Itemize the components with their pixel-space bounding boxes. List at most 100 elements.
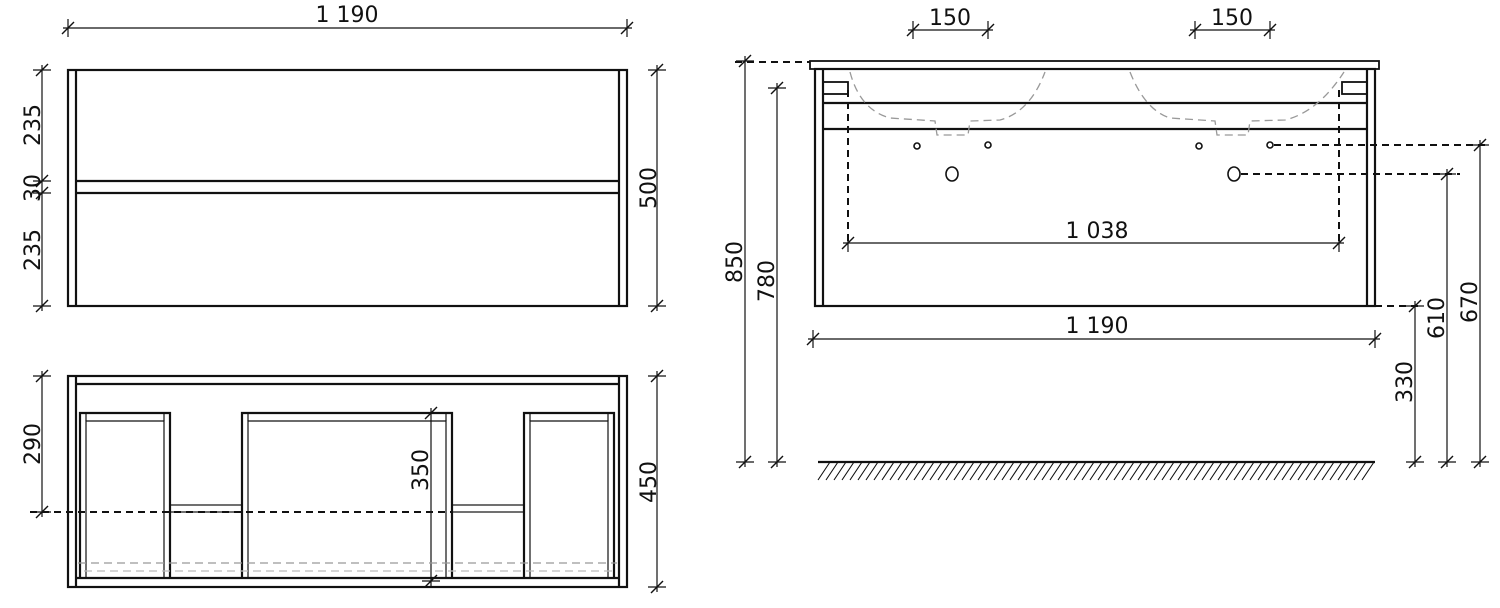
dimension-line bbox=[650, 369, 664, 383]
floor-hatch bbox=[1145, 461, 1159, 481]
dimension-line bbox=[981, 23, 995, 37]
floor-hatch bbox=[1177, 461, 1191, 481]
dim-inlet-height-label: 670 bbox=[1458, 281, 1483, 323]
floor-hatch bbox=[1153, 461, 1167, 481]
floor-hatch bbox=[1209, 461, 1223, 481]
dimension-line bbox=[770, 81, 784, 95]
floor-hatch bbox=[921, 461, 935, 481]
dimension-line bbox=[35, 186, 49, 200]
floor-hatch bbox=[873, 461, 887, 481]
floor-hatch bbox=[1073, 461, 1087, 481]
dimension-line bbox=[35, 369, 49, 383]
cabinet-front-outline bbox=[66, 68, 629, 308]
dimension-line bbox=[806, 332, 820, 346]
floor-hatch bbox=[1161, 461, 1175, 481]
floor-hatch bbox=[1273, 461, 1287, 481]
floor-hatch bbox=[977, 461, 991, 481]
drain-holes bbox=[945, 166, 1241, 182]
floor-hatch bbox=[865, 461, 879, 481]
floor-hatch bbox=[849, 461, 863, 481]
floor-hatch bbox=[1009, 461, 1023, 481]
dimension-line bbox=[650, 299, 664, 313]
dimension-line bbox=[35, 174, 49, 188]
dimension-line bbox=[61, 21, 75, 35]
floor-hatch bbox=[1041, 461, 1055, 481]
floor-hatch bbox=[1281, 461, 1295, 481]
floor-hatch bbox=[897, 461, 911, 481]
dim-floor-clearance-label: 330 bbox=[1393, 361, 1418, 403]
countertop bbox=[809, 60, 1380, 70]
floor-hatch bbox=[937, 461, 951, 481]
dimension-line bbox=[1408, 455, 1422, 469]
installation-view: 150 150 1 038 1 190 850 780 330 610 670 bbox=[723, 6, 1485, 481]
front-view: 1 190 235 30 235 500 bbox=[21, 3, 662, 308]
dim-drawer-bottom-label: 235 bbox=[21, 229, 46, 271]
floor-hatch bbox=[969, 461, 983, 481]
dim-width-label: 1 190 bbox=[316, 3, 379, 28]
floor-hatch bbox=[1121, 461, 1135, 481]
floor-hatch bbox=[825, 461, 839, 481]
dimension-line bbox=[1188, 23, 1202, 37]
floor-hatch bbox=[1137, 461, 1151, 481]
floor-hatch bbox=[1033, 461, 1047, 481]
floor-hatch bbox=[1313, 461, 1327, 481]
floor-hatch bbox=[841, 461, 855, 481]
floor-hatch bbox=[1113, 461, 1127, 481]
drawer-frame-center bbox=[240, 411, 454, 578]
floor-hatch bbox=[1249, 461, 1263, 481]
floor-hatch bbox=[1329, 461, 1343, 481]
dim-drain-height-label: 610 bbox=[1425, 297, 1450, 339]
interior-view: 290 350 450 bbox=[21, 374, 662, 589]
dimension-line bbox=[841, 236, 855, 250]
dimension-line bbox=[35, 63, 49, 77]
tap-holes bbox=[913, 141, 1274, 150]
dim-drawer-top-label: 235 bbox=[21, 104, 46, 146]
dim-tap-spacing-left-label: 150 bbox=[929, 6, 971, 31]
floor-hatch bbox=[1105, 461, 1119, 481]
floor-hatch bbox=[1097, 461, 1111, 481]
dim-tap-spacing-right-label: 150 bbox=[1211, 6, 1253, 31]
floor-hatch bbox=[1361, 461, 1375, 481]
floor-hatch bbox=[1233, 461, 1247, 481]
floor-hatch bbox=[961, 461, 975, 481]
floor-hatch bbox=[881, 461, 895, 481]
drawer-frame-right bbox=[522, 411, 616, 578]
dimension-line bbox=[770, 455, 784, 469]
floor-hatch bbox=[1185, 461, 1199, 481]
floor-hatch bbox=[1345, 461, 1359, 481]
floor-hatch bbox=[1257, 461, 1271, 481]
floor-hatch bbox=[1129, 461, 1143, 481]
dim-basin-span-label: 1 038 bbox=[1066, 219, 1129, 244]
dimension-line bbox=[620, 21, 634, 35]
floor-hatch bbox=[985, 461, 999, 481]
floor-hatch bbox=[817, 461, 831, 481]
dimension-line bbox=[1332, 236, 1346, 250]
floor-hatch bbox=[1321, 461, 1335, 481]
dimension-line bbox=[1263, 23, 1277, 37]
dimension-line bbox=[650, 580, 664, 594]
dimension-line bbox=[1440, 455, 1454, 469]
floor-hatch bbox=[1241, 461, 1255, 481]
floor-hatch bbox=[833, 461, 847, 481]
floor bbox=[817, 460, 1375, 481]
dimension-line bbox=[35, 299, 49, 313]
dimension-line bbox=[738, 54, 752, 68]
floor-hatch bbox=[1065, 461, 1079, 481]
floor-hatch bbox=[905, 461, 919, 481]
floor-hatch bbox=[1217, 461, 1231, 481]
floor-hatch bbox=[1025, 461, 1039, 481]
floor-hatch bbox=[1201, 461, 1215, 481]
floor-hatch bbox=[1225, 461, 1239, 481]
floor-hatch bbox=[1289, 461, 1303, 481]
floor-hatch bbox=[1305, 461, 1319, 481]
floor-hatch bbox=[857, 461, 871, 481]
dim-shelf-height-label: 290 bbox=[21, 423, 46, 465]
dim-gap-label: 30 bbox=[21, 174, 46, 202]
floor-hatch bbox=[1081, 461, 1095, 481]
floor-hatch bbox=[993, 461, 1007, 481]
dim-interior-height-label: 450 bbox=[637, 461, 662, 503]
dim-height-label: 500 bbox=[637, 167, 662, 209]
drawer-frame-left bbox=[78, 411, 172, 578]
shelves bbox=[169, 504, 525, 513]
